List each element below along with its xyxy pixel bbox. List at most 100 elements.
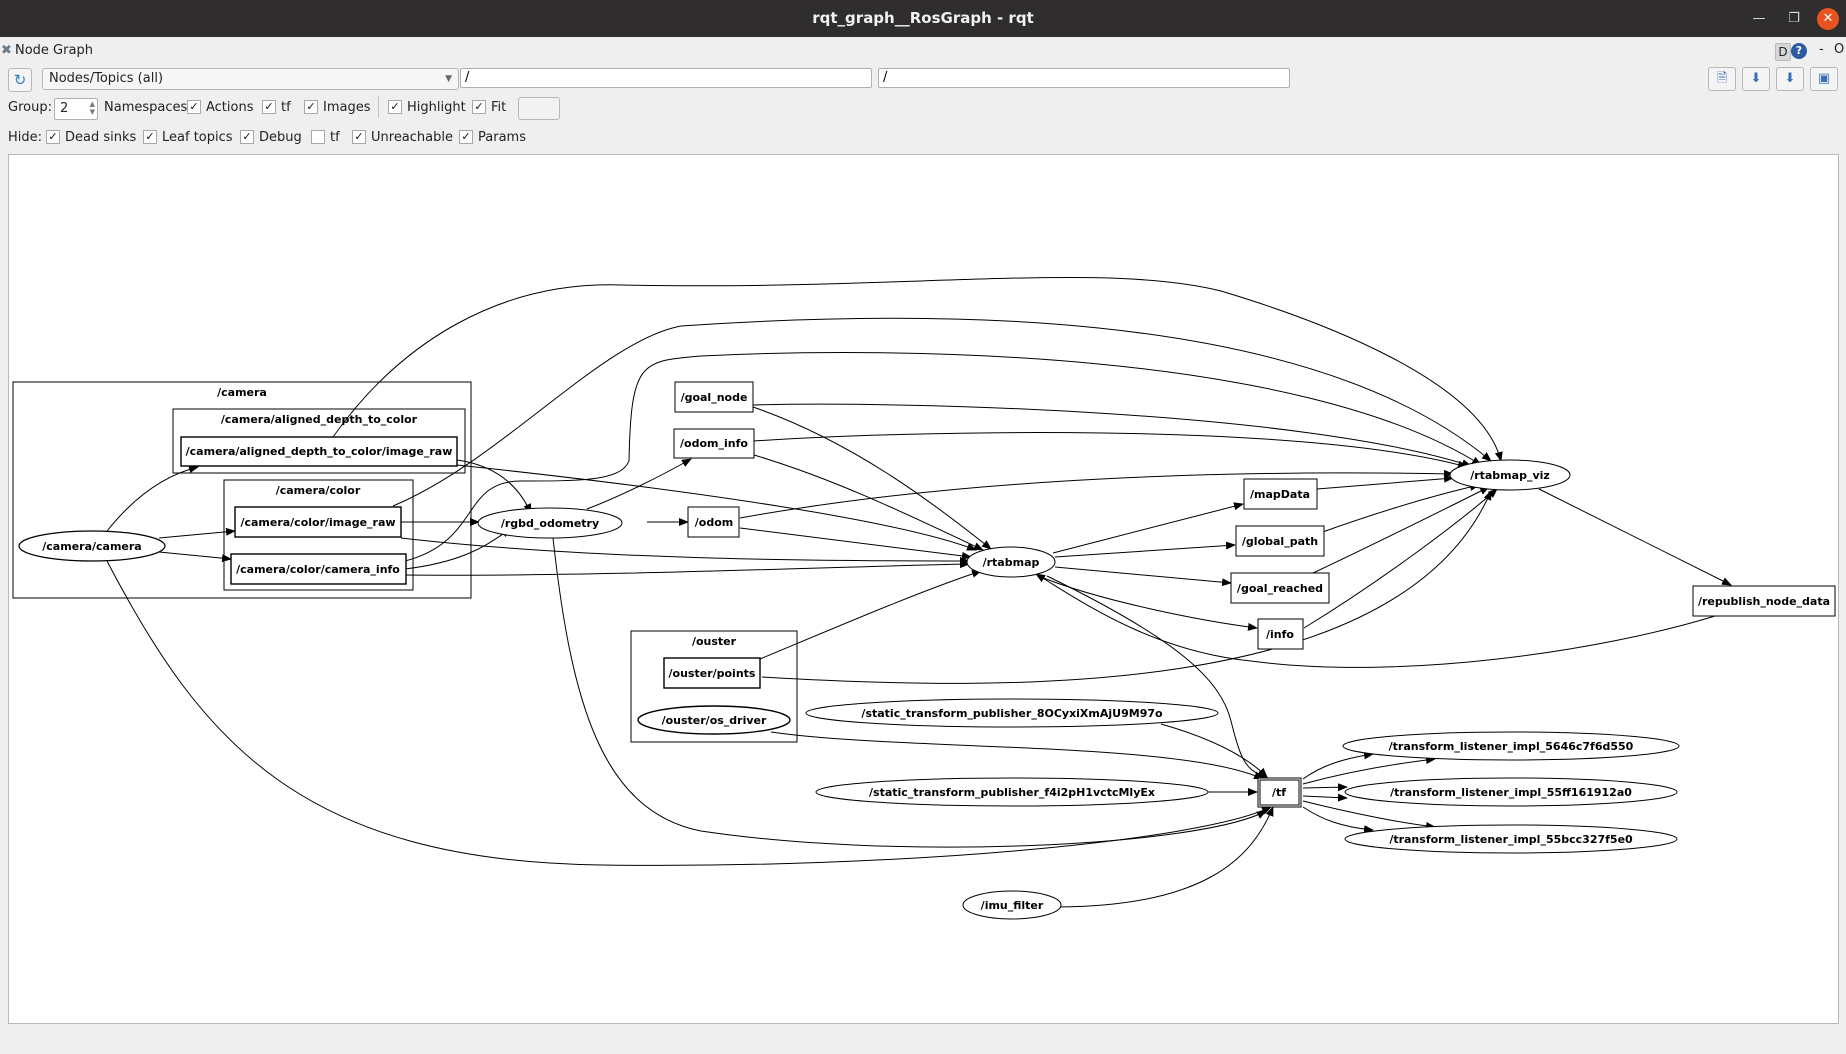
node-static-transform-publisher-2[interactable]: /static_transform_publisher_f4i2pH1vctcM… — [815, 777, 1209, 807]
edges — [106, 276, 1732, 908]
topic-mapdata[interactable]: /mapData — [1243, 478, 1318, 510]
spin-arrows-icon[interactable]: ▲▼ — [89, 100, 95, 116]
hide-tf-label: tf — [330, 130, 340, 145]
window-title: rqt_graph__RosGraph - rqt — [812, 9, 1034, 27]
dock-button[interactable]: D — [1775, 43, 1791, 61]
dead-sinks-checkbox[interactable]: ✓ — [46, 130, 60, 144]
group-value: 2 — [60, 101, 69, 116]
edge — [1302, 756, 1436, 785]
topic-info[interactable]: /info — [1257, 618, 1304, 650]
svg-text:/goal_reached: /goal_reached — [1237, 582, 1323, 595]
edge — [739, 469, 1454, 519]
node-imu-filter[interactable]: /imu_filter — [962, 890, 1062, 920]
save-svg-button[interactable]: ⬇ — [1776, 67, 1804, 91]
save-svg-icon: ⬇ — [1784, 71, 1796, 86]
edge — [586, 458, 692, 510]
hide-tf-checkbox[interactable] — [311, 130, 325, 144]
edge — [739, 527, 972, 560]
params-checkbox[interactable]: ✓ — [459, 130, 473, 144]
fit-in-view-button[interactable] — [518, 97, 560, 120]
edge — [392, 317, 1492, 507]
svg-text:/global_path: /global_path — [1242, 535, 1318, 548]
edge — [158, 551, 232, 563]
svg-text:/rtabmap_viz: /rtabmap_viz — [1470, 469, 1550, 482]
edge — [753, 454, 984, 551]
edge — [1058, 806, 1274, 908]
topic-filter-input[interactable] — [878, 68, 1290, 88]
plugin-minimize-button[interactable]: - — [1819, 42, 1824, 57]
graph-svg: /camera /camera/aligned_depth_to_color /… — [12, 276, 1836, 920]
node-ouster-os-driver[interactable]: /ouster/os_driver — [637, 705, 791, 735]
svg-text:/tf: /tf — [1272, 786, 1286, 799]
open-file-icon: 🗎 — [1716, 71, 1728, 86]
cluster-camera-color-label: /camera/color — [276, 484, 361, 497]
fit-checkbox[interactable]: ✓ — [472, 100, 486, 114]
node-rtabmap[interactable]: /rtabmap — [966, 546, 1056, 578]
svg-text:/transform_listener_impl_55ff1: /transform_listener_impl_55ff161912a0 — [1390, 786, 1632, 799]
svg-text:/odom: /odom — [695, 516, 733, 529]
save-image-button[interactable]: ▣ — [1810, 67, 1838, 91]
topic-odom[interactable]: /odom — [687, 506, 740, 538]
node-transform-listener-3[interactable]: /transform_listener_impl_55bcc327f5e0 — [1344, 824, 1678, 854]
plugin-titlebar: ✖ Node Graph D ? - O — [0, 40, 1846, 62]
node-static-transform-publisher-1[interactable]: /static_transform_publisher_8OCyxiXmAjU9… — [805, 698, 1219, 728]
cluster-aligned-depth-label: /camera/aligned_depth_to_color — [221, 413, 418, 426]
highlight-label: Highlight — [407, 100, 466, 115]
actions-checkbox[interactable]: ✓ — [187, 100, 201, 114]
restore-icon[interactable]: ❐ — [1788, 11, 1800, 26]
help-icon[interactable]: ? — [1791, 43, 1807, 59]
node-transform-listener-2[interactable]: /transform_listener_impl_55ff161912a0 — [1344, 777, 1678, 807]
chevron-down-icon: ▼ — [445, 74, 452, 84]
close-icon[interactable]: ✕ — [1817, 8, 1839, 30]
svg-text:/transform_listener_impl_5646c: /transform_listener_impl_5646c7f6d550 — [1389, 740, 1634, 753]
edge — [1302, 800, 1436, 830]
node-rgbd-odometry[interactable]: /rgbd_odometry — [477, 507, 623, 539]
save-dot-button[interactable]: ⬇ — [1742, 67, 1770, 91]
cluster-ouster: /ouster — [630, 630, 798, 743]
refresh-button[interactable]: ↻ — [8, 68, 32, 92]
topic-tf[interactable]: /tf — [1257, 777, 1302, 808]
edge — [106, 560, 1272, 866]
debug-checkbox[interactable]: ✓ — [240, 130, 254, 144]
topic-ouster-points[interactable]: /ouster/points — [663, 657, 761, 689]
actions-label: Actions — [206, 100, 254, 115]
node-filter-input[interactable] — [460, 68, 872, 88]
cluster-aligned-depth: /camera/aligned_depth_to_color — [172, 408, 466, 474]
cluster-camera-label: /camera — [217, 386, 267, 399]
topic-republish-node-data[interactable]: /republish_node_data — [1692, 585, 1836, 617]
graph-type-select[interactable]: Nodes/Topics (all) ▼ — [42, 68, 459, 90]
topic-color-camera-info[interactable]: /camera/color/camera_info — [230, 553, 407, 585]
topic-global-path[interactable]: /global_path — [1235, 525, 1325, 557]
tf-checkbox[interactable]: ✓ — [262, 100, 276, 114]
edge — [106, 465, 199, 532]
edge — [1302, 806, 1374, 834]
plugin-close-button[interactable]: O — [1834, 42, 1845, 57]
cluster-ouster-label: /ouster — [692, 635, 737, 648]
topic-color-image-raw[interactable]: /camera/color/image_raw — [234, 506, 402, 538]
graph-canvas[interactable]: /camera /camera/aligned_depth_to_color /… — [8, 154, 1839, 1024]
edge — [400, 537, 970, 565]
minimize-icon[interactable]: — — [1752, 11, 1766, 26]
graph-toolbar: ↻ Nodes/Topics (all) ▼ 🗎 ⬇ ⬇ ▣ — [0, 66, 1846, 92]
load-dot-button[interactable]: 🗎 — [1708, 67, 1736, 91]
svg-text:/ouster/os_driver: /ouster/os_driver — [662, 714, 767, 727]
highlight-checkbox[interactable]: ✓ — [388, 100, 402, 114]
node-rtabmap-viz[interactable]: /rtabmap_viz — [1449, 459, 1571, 491]
namespaces-label: Namespaces — [104, 100, 188, 115]
images-checkbox[interactable]: ✓ — [304, 100, 318, 114]
topic-depth-image-raw[interactable]: /camera/aligned_depth_to_color/image_raw — [180, 436, 458, 467]
edge — [753, 432, 1468, 469]
topic-goal-node[interactable]: /goal_node — [674, 381, 754, 413]
edge — [1303, 488, 1498, 629]
node-transform-listener-1[interactable]: /transform_listener_impl_5646c7f6d550 — [1342, 731, 1680, 761]
node-camera-camera[interactable]: /camera/camera — [18, 530, 166, 562]
svg-text:/republish_node_data: /republish_node_data — [1698, 595, 1830, 608]
topic-odom-info[interactable]: /odom_info — [673, 428, 755, 459]
graph-type-value: Nodes/Topics (all) — [49, 71, 164, 86]
unreachable-checkbox[interactable]: ✓ — [352, 130, 366, 144]
svg-text:/camera/aligned_depth_to_color: /camera/aligned_depth_to_color/image_raw — [186, 445, 453, 458]
leaf-topics-checkbox[interactable]: ✓ — [143, 130, 157, 144]
group-spinbox[interactable]: 2 ▲▼ — [54, 98, 98, 120]
svg-text:/transform_listener_impl_55bcc: /transform_listener_impl_55bcc327f5e0 — [1389, 833, 1633, 846]
topic-goal-reached[interactable]: /goal_reached — [1230, 572, 1330, 604]
